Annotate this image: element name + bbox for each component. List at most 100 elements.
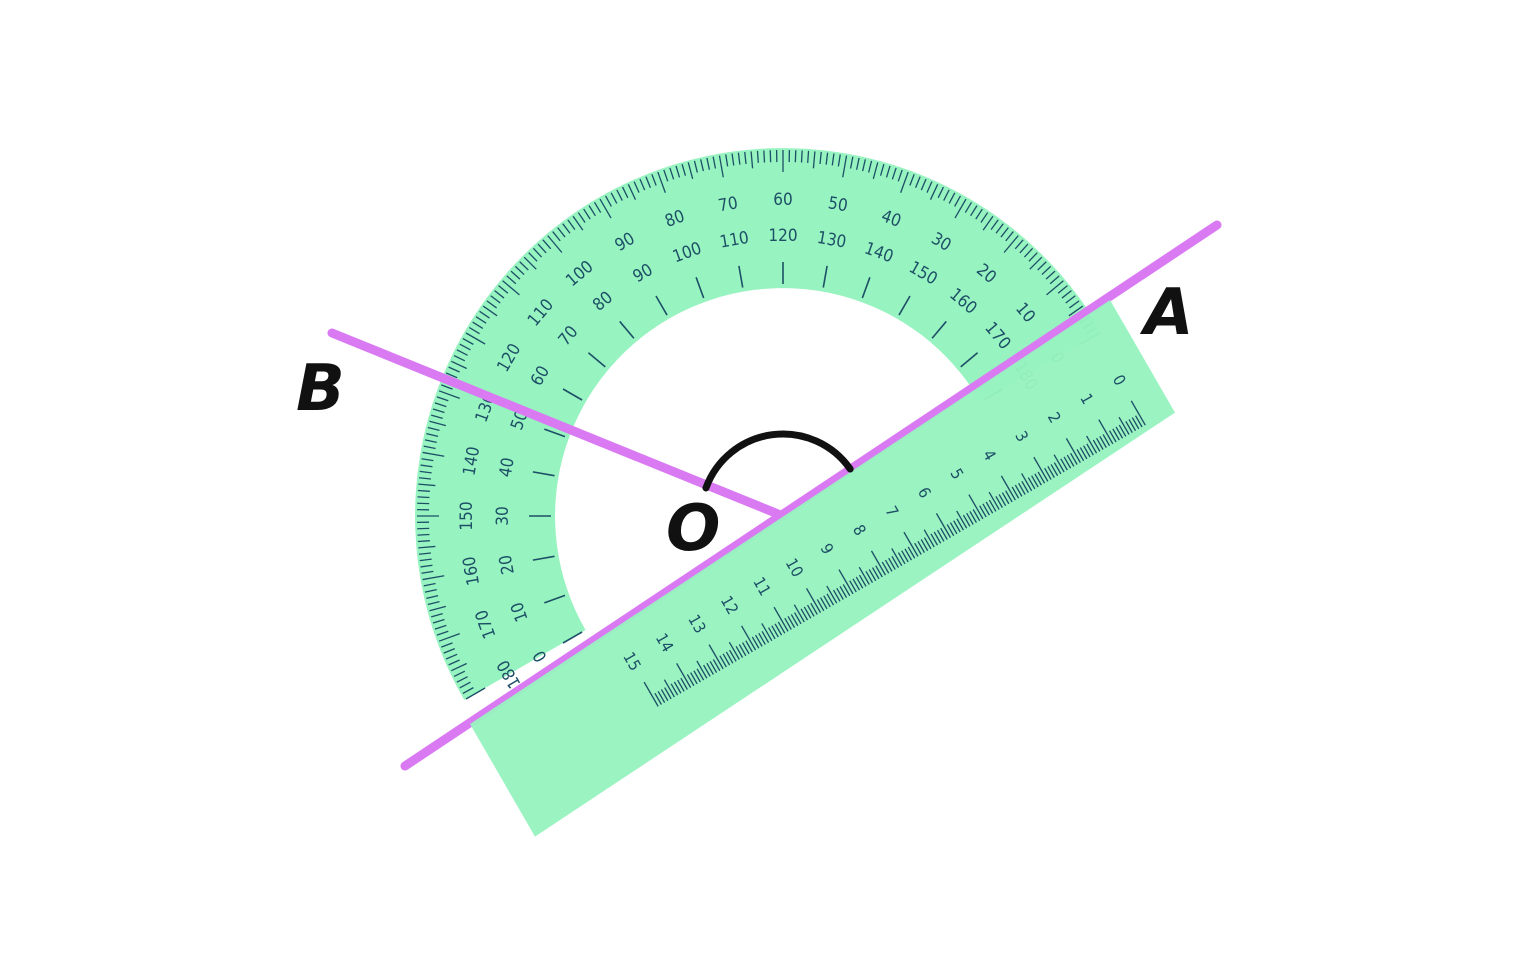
- degree-tick: [498, 285, 509, 294]
- degree-tick: [417, 489, 430, 492]
- outer-scale-label: 160: [459, 555, 484, 587]
- ruler-tick: [891, 548, 903, 567]
- degree-tick: [849, 156, 854, 169]
- ruler-tick: [761, 623, 773, 642]
- ruler-tick: [870, 550, 887, 576]
- degree-tick: [1041, 265, 1052, 276]
- degree-tick: [523, 256, 537, 270]
- degree-tick: [445, 653, 458, 660]
- ruler-tick: [826, 593, 835, 606]
- ruler-tick: [767, 627, 776, 640]
- ruler-tick: [881, 561, 890, 574]
- degree-tick: [825, 152, 829, 165]
- inner-scale-label: 120: [768, 226, 797, 246]
- ruler-tick: [1118, 416, 1130, 435]
- degree-tick: [453, 354, 466, 362]
- degree-tick: [427, 426, 440, 431]
- inner-scale-label: 110: [718, 228, 750, 253]
- degree-tick: [897, 169, 903, 182]
- ruler-tick: [1079, 447, 1088, 460]
- degree-tick: [937, 186, 945, 199]
- degree-tick: [657, 171, 666, 193]
- degree-tick: [475, 316, 487, 324]
- ruler-ticks: [643, 400, 1146, 707]
- ruler-tick: [1066, 454, 1075, 467]
- degree-tick: [744, 151, 747, 165]
- point-label-o: O: [666, 492, 720, 566]
- degree-tick: [583, 208, 591, 220]
- ruler-tick: [677, 679, 685, 692]
- degree-tick: [422, 451, 445, 457]
- ruler-tick: [773, 606, 789, 632]
- degree-tick: [807, 150, 810, 163]
- degree-tick: [445, 372, 458, 379]
- ruler-tick: [1083, 445, 1091, 458]
- ruler-tick: [988, 491, 1000, 510]
- degree-tick: [1046, 280, 1064, 296]
- degree-tick: [900, 171, 909, 193]
- ruler-tick: [810, 602, 818, 615]
- degree-tick: [1065, 295, 1076, 304]
- degree-tick: [1037, 261, 1047, 271]
- degree-tick: [462, 687, 474, 695]
- degree-tick: [593, 201, 602, 213]
- ruler-tick: [673, 681, 682, 694]
- ruler-tick: [777, 621, 786, 634]
- degree-tick: [639, 178, 646, 191]
- degree-tick: [479, 310, 490, 319]
- degree-tick: [1061, 290, 1072, 299]
- degree-tick: [1023, 247, 1034, 258]
- degree-tick: [420, 464, 433, 468]
- degree-tick: [948, 192, 956, 204]
- degree-tick: [756, 150, 759, 163]
- degree-tick: [1068, 305, 1084, 317]
- degree-tick: [448, 366, 460, 373]
- degree-tick: [1049, 275, 1060, 285]
- ruler-tick: [1086, 435, 1098, 454]
- degree-tick: [577, 212, 586, 223]
- degree-tick: [970, 205, 978, 217]
- inner-scale-label: 20: [496, 553, 519, 576]
- ruler-tick: [774, 623, 783, 636]
- ruler-tick: [657, 691, 666, 703]
- degree-tick: [837, 154, 841, 167]
- ruler-tick: [858, 574, 867, 587]
- degree-tick: [418, 545, 436, 549]
- degree-tick: [954, 195, 962, 207]
- inner-tick: [532, 471, 555, 477]
- degree-tick: [1045, 270, 1056, 280]
- ruler-tick: [1047, 466, 1055, 478]
- degree-tick: [706, 157, 711, 170]
- ruler-tick: [1128, 419, 1137, 432]
- ruler-tick: [985, 501, 994, 514]
- ruler-tick: [1102, 434, 1111, 447]
- ruler-tick: [708, 644, 724, 670]
- degree-tick: [879, 163, 885, 176]
- point-label-b: B: [296, 352, 345, 426]
- angle-arc: [702, 430, 854, 492]
- degree-tick: [472, 321, 484, 329]
- ruler-tick: [1001, 492, 1010, 505]
- ruler-tick: [871, 567, 880, 580]
- ruler-tick: [823, 595, 831, 608]
- ruler-tick: [956, 518, 964, 531]
- degree-tick: [982, 215, 994, 231]
- degree-tick: [542, 239, 552, 250]
- ruler-tick: [838, 569, 854, 595]
- ruler-tick: [676, 663, 692, 688]
- ruler-tick: [1098, 419, 1114, 445]
- ruler-tick: [868, 569, 877, 582]
- degree-tick: [562, 223, 571, 234]
- degree-tick: [1005, 231, 1014, 242]
- degree-tick: [419, 558, 432, 562]
- ruler-tick: [709, 661, 718, 673]
- ruler-tick: [940, 527, 948, 540]
- ruler-tick: [729, 649, 737, 662]
- ruler-tick: [949, 522, 958, 535]
- protractor-body: [415, 148, 1102, 700]
- ruler-tick: [719, 655, 727, 668]
- ray-oa: [400, 220, 1222, 771]
- degree-tick: [482, 305, 498, 317]
- ruler-tick: [728, 641, 740, 660]
- ruler-tick: [935, 513, 951, 538]
